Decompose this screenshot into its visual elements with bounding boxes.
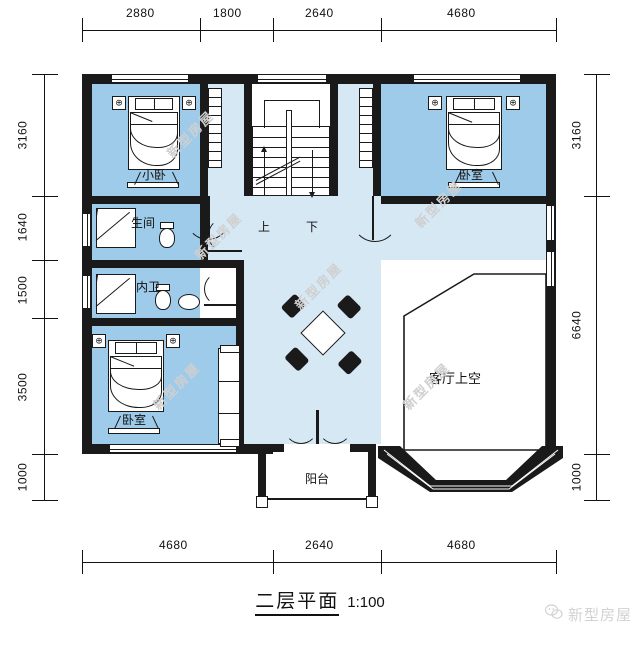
room-label-bathroom-main: 生间	[131, 216, 156, 230]
window-top-bedroomsmall	[112, 74, 188, 83]
living-room-void-outline	[403, 273, 547, 451]
dim-left-2: 1500	[15, 275, 30, 305]
wall-bathroom-bottom	[92, 318, 244, 326]
dim-left-1: 1640	[15, 212, 30, 242]
room-fill-hall-bridge	[381, 196, 546, 260]
fixture-washbasin	[178, 294, 200, 310]
door-leaf-bedroom-small	[208, 196, 210, 238]
dim-left-3: 3500	[15, 372, 30, 402]
wall-interior-bedroomright-left	[373, 84, 381, 196]
rail-balcony-bottom	[258, 498, 376, 500]
stair-down-arrow-line	[312, 150, 313, 196]
wall-interior-stair-left	[244, 84, 252, 196]
window-left-bathroom-inner	[82, 276, 91, 308]
wardrobe-bedroomsmall	[208, 88, 222, 168]
wall-balcony-left	[258, 444, 266, 500]
dim-left-4: 1000	[15, 462, 30, 492]
stair-label-up: 上	[258, 220, 271, 234]
drawing-title: 二层平面	[255, 590, 340, 616]
stair-down-arrow-head	[309, 192, 315, 198]
balcony-column-left	[256, 496, 268, 508]
dim-bottom-2: 4680	[447, 538, 476, 552]
wall-interior-stair-right	[330, 84, 338, 196]
wall-bedroomright-bottom	[381, 196, 546, 204]
dim-bottom-0: 4680	[159, 538, 188, 552]
wall-interior-bedroomsmall-right	[200, 84, 208, 196]
dim-right-0: 3160	[569, 120, 584, 150]
door-balcony-right	[318, 410, 352, 444]
window-top-stairhall	[258, 74, 326, 83]
door-leaf-bedroom-left	[212, 318, 244, 320]
room-label-living-void: 客厅上空	[429, 372, 482, 387]
furniture-tv-cabinet-bedroom-left	[108, 428, 160, 434]
window-bottom-bedroomleft	[110, 444, 236, 453]
drawing-scale: 1:100	[347, 594, 385, 611]
room-label-bathroom-inner: 内卫	[136, 280, 161, 294]
door-leaf-bathroom-main	[208, 250, 242, 252]
window-right-upper	[546, 206, 555, 240]
window-left-bathroom-main	[82, 214, 91, 246]
wall-bedroomleft-right	[236, 318, 244, 444]
wall-bathroom-divider	[92, 260, 244, 268]
stair-label-down: 下	[306, 220, 319, 234]
wall-exterior-left	[82, 74, 92, 454]
furniture-sofa	[218, 345, 240, 447]
brand-watermark: 新型房屋	[544, 604, 632, 625]
balcony-column-right	[366, 496, 378, 508]
room-label-bedroom-right: 卧室	[459, 168, 484, 182]
drawing-title-row: 二层平面 1:100	[0, 586, 640, 616]
room-label-bedroom-left: 卧室	[122, 413, 147, 427]
dim-left-0: 3160	[15, 120, 30, 150]
stair-upper-flight	[264, 100, 320, 128]
door-bathroom-main	[208, 218, 242, 252]
room-fill-hall-lower	[244, 260, 381, 444]
wall-balcony-header-right	[350, 444, 368, 452]
bay-window-walls	[378, 446, 563, 492]
wardrobe-bedroomright	[359, 88, 373, 168]
table-top	[300, 310, 346, 356]
dim-top-2: 2640	[305, 6, 334, 20]
room-label-balcony: 阳台	[305, 472, 330, 486]
window-top-bedroomright	[414, 74, 520, 83]
furniture-tv-cabinet-bedroom-right	[448, 182, 500, 188]
door-balcony-left	[284, 410, 318, 444]
wall-hall-left-lower	[236, 260, 244, 320]
dim-top-3: 4680	[447, 6, 476, 20]
door-bedroom-left	[212, 318, 244, 350]
stair-up-arrow-head	[261, 146, 267, 152]
door-leaf-bathroom-inner	[204, 304, 238, 306]
brand-name: 新型房屋	[567, 606, 632, 624]
door-leaf-balcony-right	[317, 410, 319, 444]
dim-bottom-1: 2640	[305, 538, 334, 552]
wall-balcony-right	[368, 444, 376, 500]
furniture-tv-cabinet-bedroom-small	[127, 182, 179, 188]
stair-railing	[286, 110, 292, 196]
wechat-icon	[544, 604, 563, 625]
door-leaf-bedroom-right	[372, 196, 374, 240]
wall-bedroomsmall-bottom	[92, 196, 208, 204]
door-bedroom-right	[352, 196, 398, 242]
stair-up-arrow-line	[264, 150, 265, 196]
room-label-bedroom-small: 小卧	[142, 168, 167, 182]
door-bathroom-inner	[204, 272, 238, 306]
dim-top-1: 1800	[213, 6, 242, 20]
wall-balcony-header-left	[266, 444, 284, 452]
dim-top-0: 2880	[126, 6, 155, 20]
window-right-lower	[546, 252, 555, 286]
